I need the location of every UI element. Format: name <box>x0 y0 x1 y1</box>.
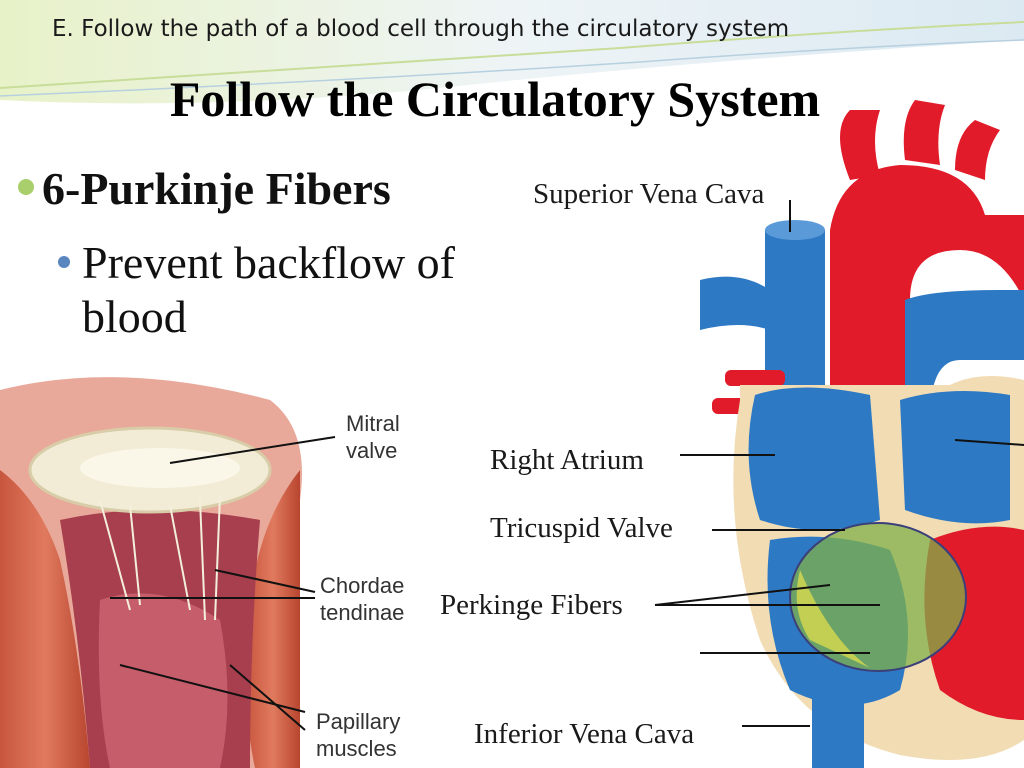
papillary-label-line-1: Papillary <box>316 709 401 734</box>
bullet-2-line-2: blood <box>82 291 187 342</box>
superior-vena-cava-label: Superior Vena Cava <box>533 178 765 210</box>
chordae-tendinae-label: Chordae tendinae <box>320 572 404 626</box>
slide-title: Follow the Circulatory System <box>169 71 821 127</box>
bullet-1-text: 6-Purkinje Fibers <box>42 163 391 214</box>
papillary-label-line-2: muscles <box>316 736 397 761</box>
papillary-muscles-label: Papillary muscles <box>316 708 400 762</box>
bullet-dot-icon <box>18 179 34 196</box>
header-band <box>0 0 1024 104</box>
chordae-label-line-1: Chordae <box>320 573 405 598</box>
mitral-valve-label: Mitral valve <box>346 410 400 464</box>
tricuspid-valve-label: Tricuspid Valve <box>490 512 673 544</box>
right-atrium-label: Right Atrium <box>490 444 644 476</box>
bullet-level-1: 6-Purkinje Fibers <box>18 162 391 215</box>
bullet-level-2: Prevent backflow of blood <box>58 236 532 344</box>
bullet-2-line-1: Prevent backflow of <box>82 237 455 288</box>
mitral-label-line-1: Mitral <box>346 411 400 436</box>
chordae-label-line-2: tendinae <box>320 600 405 625</box>
bullet-dot-icon <box>58 256 70 268</box>
mitral-label-line-2: valve <box>346 438 398 463</box>
slide-subtitle: E. Follow the path of a blood cell throu… <box>52 16 790 42</box>
perkinge-fibers-label: Perkinge Fibers <box>440 589 623 621</box>
inferior-vena-cava-label: Inferior Vena Cava <box>474 718 695 750</box>
